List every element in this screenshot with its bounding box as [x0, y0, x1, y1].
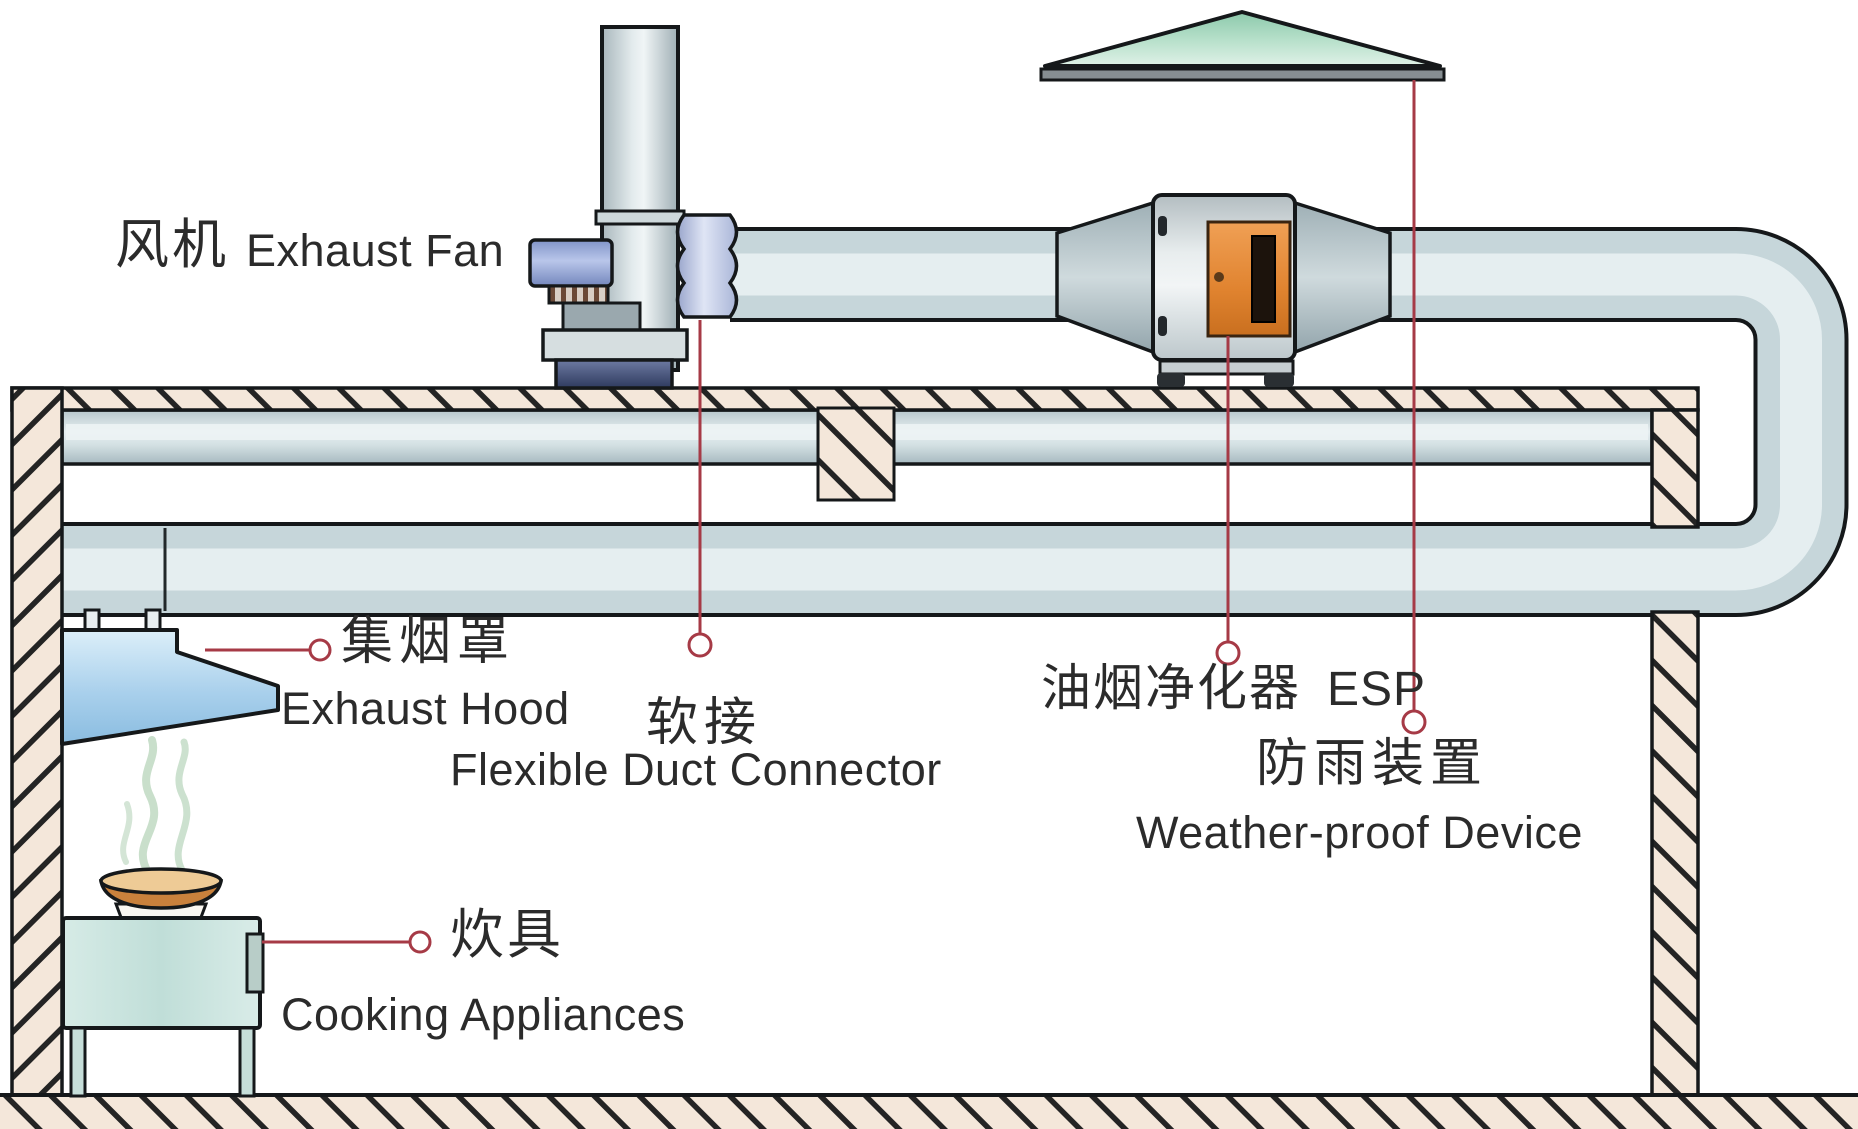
exhaust-fan-unit-icon [528, 25, 739, 390]
label-cooking-zh: 炊具 [450, 905, 564, 965]
label-exhaust-hood-en: Exhaust Hood [281, 683, 570, 734]
label-exhaust-hood-zh: 集烟罩 [341, 613, 516, 671]
cooking-leader-dot [408, 930, 432, 954]
stack-collar [594, 209, 686, 226]
right-wall-upper-icon [1650, 408, 1700, 529]
cooking-stove-icon [61, 736, 265, 1098]
fan-plinth [541, 328, 689, 362]
fan-support [561, 301, 642, 333]
steam-icon [138, 736, 159, 876]
fan-pedestal [554, 358, 674, 390]
esp-latch [1158, 316, 1167, 336]
fan-motor-icon [528, 238, 614, 288]
esp-outlet-cone [1293, 200, 1392, 355]
esp-door-handle [1214, 272, 1224, 282]
label-flexible-duct-en: Flexible Duct Connector [450, 744, 942, 795]
label-weather-device-en: Weather-proof Device [1136, 807, 1583, 858]
duct-u-bend-icon [62, 227, 1849, 617]
motor-bracket [547, 284, 610, 305]
label-esp: 油烟净化器 ESP [1041, 663, 1426, 714]
stove-leg [238, 1026, 256, 1098]
label-cooking-en: Cooking Appliances [281, 989, 686, 1040]
label-esp-zh: 油烟净化器 [1041, 660, 1301, 716]
steam-icon [120, 801, 133, 865]
esp-inlet-cone [1055, 200, 1155, 355]
cap-roof [1043, 10, 1442, 68]
hanging-beam-icon [816, 406, 896, 502]
label-exhaust-fan-zh: 风机 [115, 215, 229, 275]
esp-foot [1264, 373, 1294, 387]
duct-network [60, 227, 1849, 634]
wok-rim [99, 867, 223, 895]
weather-proof-cap-icon [1039, 10, 1446, 82]
esp-door-slot [1251, 235, 1276, 323]
esp-leader-dot [1215, 640, 1241, 666]
steam-icon [174, 738, 191, 874]
exhaust-hood-icon [60, 628, 280, 746]
label-esp-en: ESP [1327, 663, 1427, 716]
stove-side-step [245, 932, 265, 994]
esp-latch [1158, 216, 1167, 236]
building-structure [0, 386, 1858, 1129]
duct-highlight [62, 253, 1822, 591]
esp-unit-icon [1055, 193, 1392, 387]
flex-leader-dot [687, 632, 713, 658]
left-wall-icon [10, 386, 64, 1097]
label-exhaust-fan-en: Exhaust Fan [246, 225, 505, 276]
hood-leader-dot [308, 638, 332, 662]
floor-icon [0, 1093, 1858, 1129]
cap-base-bar [1039, 67, 1446, 82]
stove-leg [69, 1026, 87, 1098]
label-leaders [205, 80, 1427, 954]
label-weather-device-zh: 防雨装置 [1256, 735, 1489, 793]
weather-leader-dot [1401, 709, 1427, 735]
flexible-duct-connector-icon [675, 213, 739, 319]
stove-body [61, 916, 262, 1030]
label-flexible-duct-zh: 软接 [646, 694, 763, 752]
esp-foot [1157, 373, 1185, 387]
right-wall-lower-icon [1650, 610, 1700, 1097]
